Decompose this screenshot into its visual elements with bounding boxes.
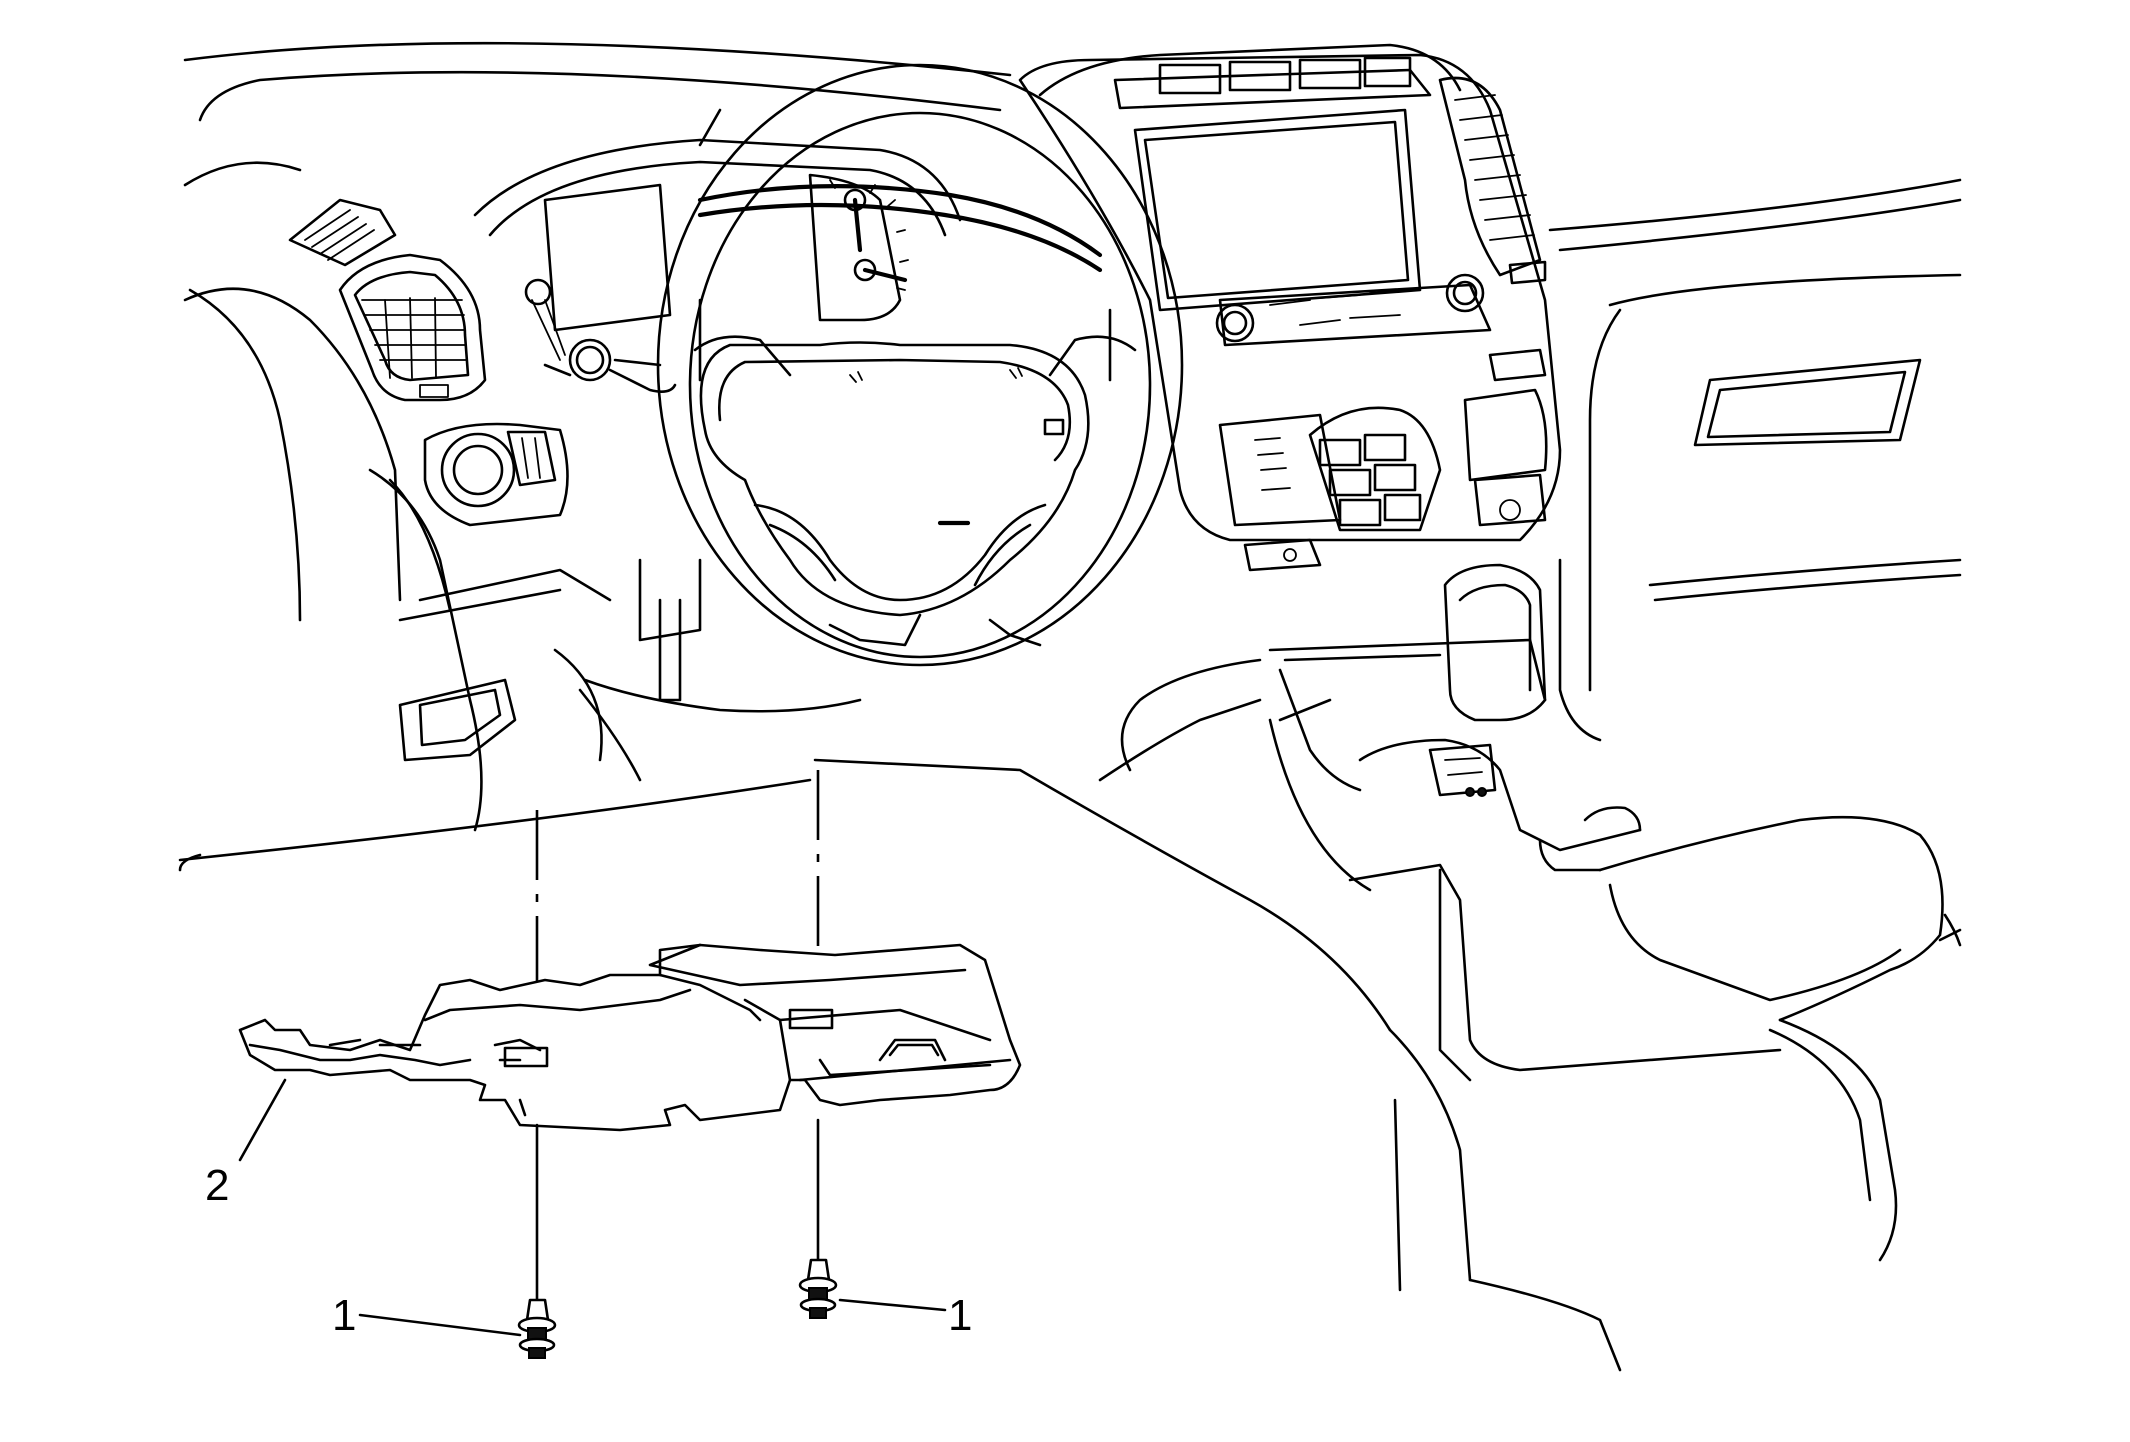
fastener-leader-lines — [535, 1118, 820, 1302]
dashboard-top — [183, 41, 1962, 252]
center-console — [1268, 698, 1962, 1262]
left-lower-pocket — [398, 678, 517, 762]
knee-insulator-panel — [238, 943, 1022, 1132]
callout-label-fastener-right: 1 — [948, 1291, 972, 1340]
push-pin-fastener-right — [798, 1258, 838, 1319]
steering-column — [543, 338, 862, 713]
callout-label-insulator-panel: 2 — [205, 1161, 229, 1210]
lower-knee-area — [813, 658, 1622, 1372]
callout-leaders — [238, 1078, 947, 1337]
dashboard-right — [1558, 273, 1962, 947]
instrument-cluster — [473, 108, 962, 361]
dashboard-left — [178, 287, 812, 872]
callout-label-fastener-left: 1 — [332, 1291, 356, 1340]
gear-shifter — [1268, 563, 1642, 872]
center-stack — [1018, 53, 1562, 572]
steering-wheel — [656, 63, 1184, 667]
left-vents — [288, 198, 487, 402]
headlamp-switch — [423, 422, 569, 527]
alignment-lines — [535, 770, 820, 1060]
push-pin-fastener-left — [517, 1298, 557, 1359]
